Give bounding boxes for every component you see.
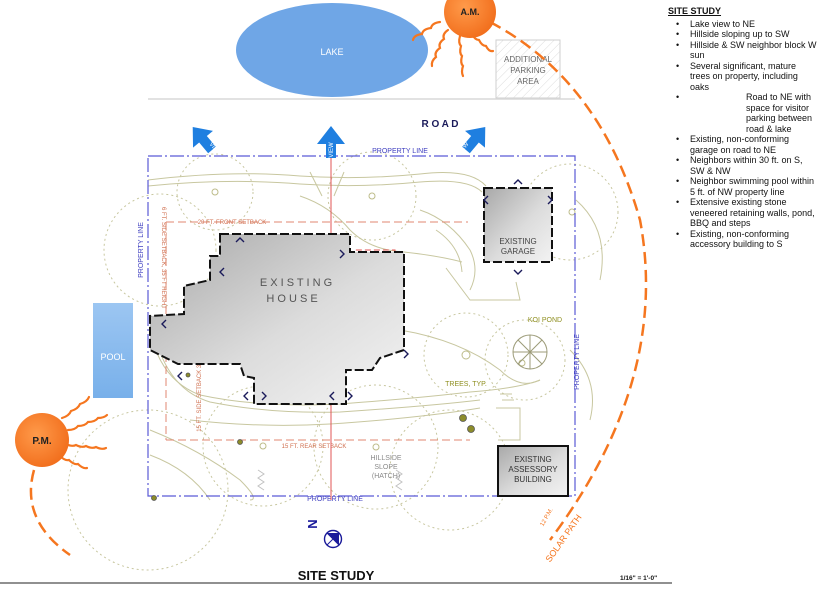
additional-parking-area bbox=[495, 39, 561, 99]
gazebo bbox=[512, 334, 548, 370]
note-item: Lake view to NE bbox=[676, 19, 818, 30]
property-line-top-label: PROPERTY LINE bbox=[372, 148, 428, 155]
tree-trunks bbox=[151, 372, 475, 501]
existing-house-label-1: E X I S T I N G bbox=[260, 277, 332, 289]
trees-label: TREES, TYP. bbox=[445, 381, 487, 388]
drawing-scale: 1/16" = 1'-0" bbox=[620, 575, 657, 582]
view-arrow-center bbox=[317, 126, 345, 158]
solar-path bbox=[489, 20, 648, 541]
sun-angle-label: 12 P.M. bbox=[540, 507, 555, 528]
rear-setback-label: 15 FT. REAR SETBACK bbox=[282, 444, 347, 450]
existing-accessory-building bbox=[497, 445, 569, 497]
accessory-label-3: BUILDING bbox=[514, 475, 552, 484]
sun-pm-label: P.M. bbox=[32, 436, 51, 447]
notes-list: Lake view to NE Hillside sloping up to S… bbox=[668, 19, 818, 250]
side-setback-north-label: 6 FT. SIDE SETBACK, 35 FT HEIGHT bbox=[160, 207, 166, 309]
parking-label-3: AREA bbox=[517, 77, 539, 86]
hillside-hatch bbox=[257, 469, 403, 491]
lake-label: LAKE bbox=[320, 47, 343, 57]
view-chevron-markers bbox=[161, 179, 553, 401]
sun-am-label: A.M. bbox=[461, 7, 480, 17]
north-label: N bbox=[305, 519, 320, 528]
existing-garage bbox=[483, 187, 553, 263]
view-label-center: VIEW bbox=[329, 142, 335, 158]
parking-label-1: ADDITIONAL bbox=[504, 55, 553, 64]
solar-path-label: SOLAR PATH bbox=[543, 513, 583, 564]
view-arrow-right bbox=[462, 127, 486, 154]
accessory-label-2: ASSESSORY bbox=[508, 465, 558, 474]
accessory-label-1: EXISTING bbox=[514, 455, 551, 464]
koi-pond-label: KOI POND bbox=[528, 317, 562, 324]
drawing-title: SITE STUDY bbox=[298, 568, 375, 583]
note-item: Existing, non-conforming accessory build… bbox=[676, 229, 818, 250]
note-item-text: Road to NE with space for visitor parkin… bbox=[746, 92, 813, 134]
property-line-right-label: PROPERTY LINE bbox=[574, 334, 581, 390]
road-label: R O A D bbox=[421, 119, 458, 130]
note-item: Extensive existing stone veneered retain… bbox=[676, 197, 818, 229]
site-study-notes: SITE STUDY Lake view to NE Hillside slop… bbox=[668, 6, 818, 250]
side-setback-south-label: 15 FT. SIDE SETBACK 35 FT HEIGHT bbox=[197, 328, 203, 432]
view-arrow-left bbox=[192, 127, 216, 154]
front-setback-label: 20 FT. FRONT SETBACK bbox=[198, 220, 267, 226]
notes-title: SITE STUDY bbox=[668, 6, 722, 16]
garage-label-1: EXISTING bbox=[499, 237, 536, 246]
note-item: Several significant, mature trees on pro… bbox=[676, 61, 818, 93]
garage-label-2: GARAGE bbox=[501, 247, 535, 256]
existing-house-label-2: H O U S E bbox=[266, 293, 317, 305]
north-arrow: N bbox=[305, 519, 343, 549]
note-item: Road to NE with space for visitor parkin… bbox=[676, 92, 818, 134]
note-item: Hillside sloping up to SW bbox=[676, 29, 818, 40]
note-item: Neighbors within 30 ft. on S, SW & NW bbox=[676, 155, 818, 176]
neighbor-pool bbox=[93, 303, 133, 398]
landscape-lines bbox=[147, 171, 603, 501]
parking-label-2: PARKING bbox=[510, 66, 545, 75]
hillside-label-1: HILLSIDE bbox=[370, 455, 401, 462]
hillside-label-3: (HATCH) bbox=[372, 473, 400, 480]
sun-am: A.M. bbox=[411, 0, 496, 78]
note-item: Neighbor swimming pool within 5 ft. of N… bbox=[676, 176, 818, 197]
note-item: Hillside & SW neighbor block W sun bbox=[676, 40, 818, 61]
property-line-bottom-label: PROPERTY LINE bbox=[307, 496, 363, 503]
property-line-left-label: PROPERTY LINE bbox=[138, 222, 145, 278]
sun-pm: P.M. bbox=[15, 395, 109, 470]
existing-house bbox=[149, 233, 405, 405]
lake bbox=[236, 3, 428, 97]
pool-label: POOL bbox=[100, 352, 125, 362]
solar-path-left bbox=[29, 469, 71, 557]
note-item: Existing, non-conforming garage on road … bbox=[676, 134, 818, 155]
hillside-label-2: SLOPE bbox=[374, 464, 398, 471]
property-line bbox=[147, 155, 576, 497]
